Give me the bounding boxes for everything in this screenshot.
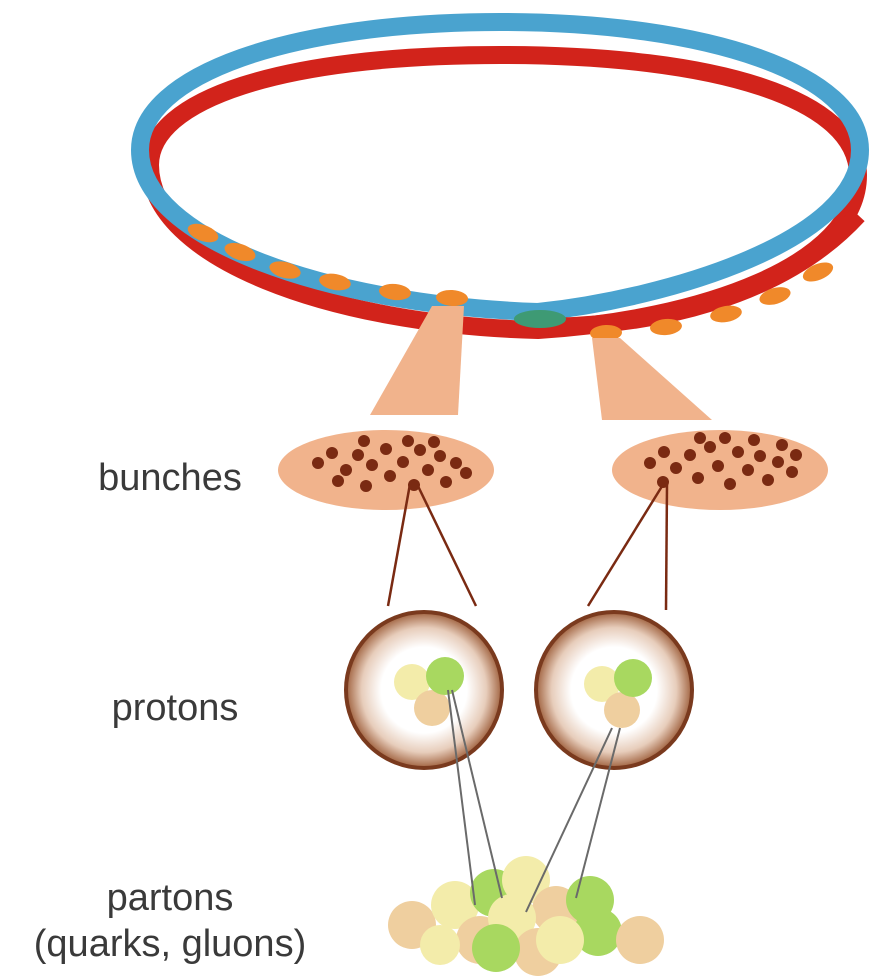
partons-sublabel: (quarks, gluons) xyxy=(0,922,340,966)
protons-label: protons xyxy=(75,686,275,730)
partons-label: partons xyxy=(70,876,270,920)
bunches-label: bunches xyxy=(70,456,270,500)
bunch-right xyxy=(612,430,828,510)
parton-cluster xyxy=(388,856,664,976)
bunch-left xyxy=(278,430,494,510)
accelerator-ring xyxy=(140,22,860,342)
collision-point xyxy=(514,310,566,328)
zoom-wedge-right xyxy=(592,338,712,420)
proton-right xyxy=(536,612,692,768)
proton-left xyxy=(346,612,502,768)
